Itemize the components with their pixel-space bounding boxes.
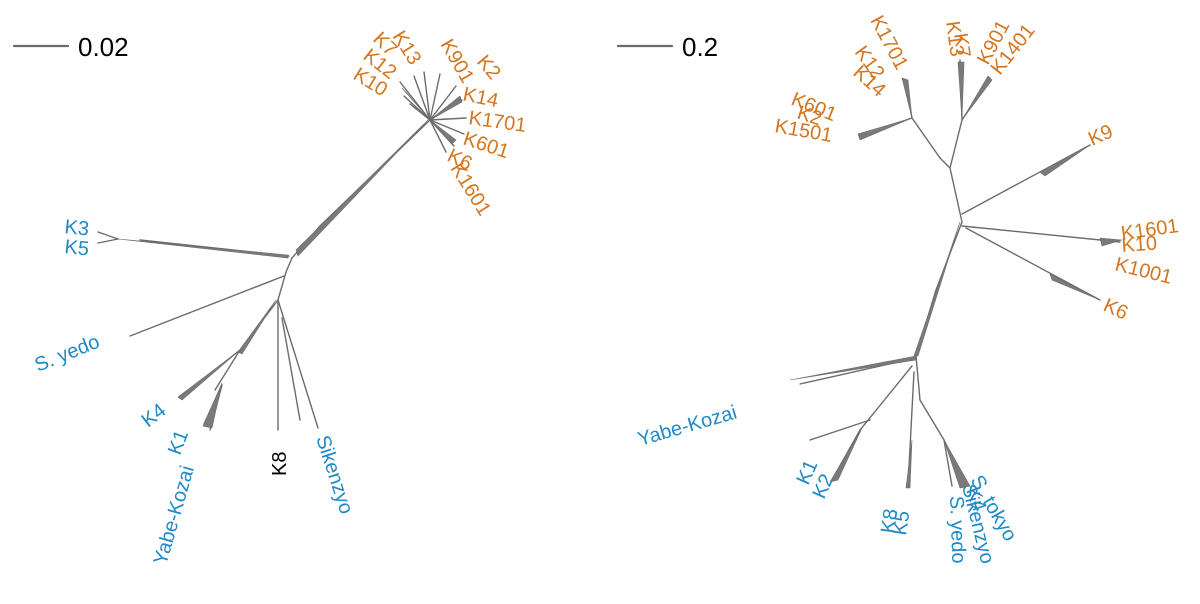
- left-k4-wedge: [177, 349, 241, 401]
- right-k1601-wedge: [1099, 237, 1123, 247]
- right-k9-wedge: [1039, 144, 1091, 177]
- left-label-k2: K2: [472, 51, 505, 84]
- right-label-s-yedo: S. yedo: [945, 495, 969, 564]
- left-k3-tip: [97, 231, 119, 240]
- left-label-k5: K5: [63, 236, 90, 260]
- right-label-k8: K8: [877, 507, 902, 534]
- left-label-k1: K1: [164, 427, 193, 458]
- left-sikenzyo-inner: [281, 317, 301, 421]
- left-trunk-wedge: [295, 117, 431, 257]
- right-label-k13: K13: [941, 20, 968, 58]
- left-label-k1601: K1601: [446, 159, 495, 220]
- left-tree-branches: [97, 71, 467, 431]
- right-lower-trunk: [915, 355, 921, 401]
- left-syedo-branch: [129, 275, 285, 337]
- right-label-k1001: K1001: [1113, 254, 1174, 289]
- left-label-yabe-kozai: Yabe-Kozai: [150, 463, 199, 567]
- right-scale-bar-label: 0.2: [682, 32, 718, 62]
- right-k901-wedge: [961, 75, 993, 121]
- right-label-yabe-kozai: Yabe-Kozai: [635, 402, 739, 451]
- right-tree: 0.2: [616, 12, 1180, 566]
- right-sikenzyo-branch: [943, 439, 953, 487]
- left-label-k3: K3: [63, 216, 90, 240]
- right-k1701-wedge: [901, 77, 913, 119]
- left-label-s-yedo: S. yedo: [32, 331, 103, 377]
- right-k6-wedge: [1049, 273, 1101, 301]
- right-tokyo-wedge: [943, 439, 971, 489]
- right-k13-wedge: [957, 61, 965, 121]
- right-label-k10: K10: [1121, 233, 1158, 257]
- right-k8-wedge: [905, 439, 913, 489]
- right-label-k6: K6: [1100, 294, 1131, 324]
- left-k5-tip: [97, 238, 119, 244]
- left-root-branch: [277, 257, 293, 301]
- right-label-k5: K5: [889, 509, 914, 536]
- left-k4-clade-wedge: [237, 299, 277, 355]
- right-upper-branch: [939, 157, 963, 223]
- right-k1-wedge: [829, 427, 863, 483]
- left-scale-bar-label: 0.02: [78, 32, 129, 62]
- right-k6-branch: [965, 227, 1101, 301]
- right-k1601-branch: [961, 225, 1121, 243]
- left-label-k4: K4: [138, 400, 171, 432]
- right-main-trunk-wedge: [913, 221, 961, 357]
- left-tree-labels: K3 K5 S. yedo K4 K1 Yabe-Kozai K8 Sikenz…: [32, 27, 528, 567]
- left-tree: 0.02: [12, 27, 528, 567]
- left-sikenzyo-branch: [277, 299, 319, 429]
- right-k601-wedge: [857, 117, 913, 141]
- right-label-k7: K7: [949, 32, 974, 59]
- left-orange-cluster-branches: [399, 71, 467, 153]
- left-label-k8: K8: [269, 452, 291, 476]
- right-yabe-wedge: [789, 355, 917, 381]
- right-tree-branches: [789, 59, 1123, 489]
- left-label-k901: K901: [436, 36, 478, 87]
- left-k3k5-wedge: [117, 238, 289, 259]
- left-label-sikenzyo: Sikenzyo: [311, 433, 357, 517]
- right-label-k9: K9: [1085, 121, 1116, 151]
- right-scale-bar: 0.2: [616, 32, 718, 62]
- left-scale-bar: 0.02: [12, 32, 129, 62]
- left-k1-wedge: [202, 382, 223, 429]
- right-k1-inner: [809, 419, 871, 441]
